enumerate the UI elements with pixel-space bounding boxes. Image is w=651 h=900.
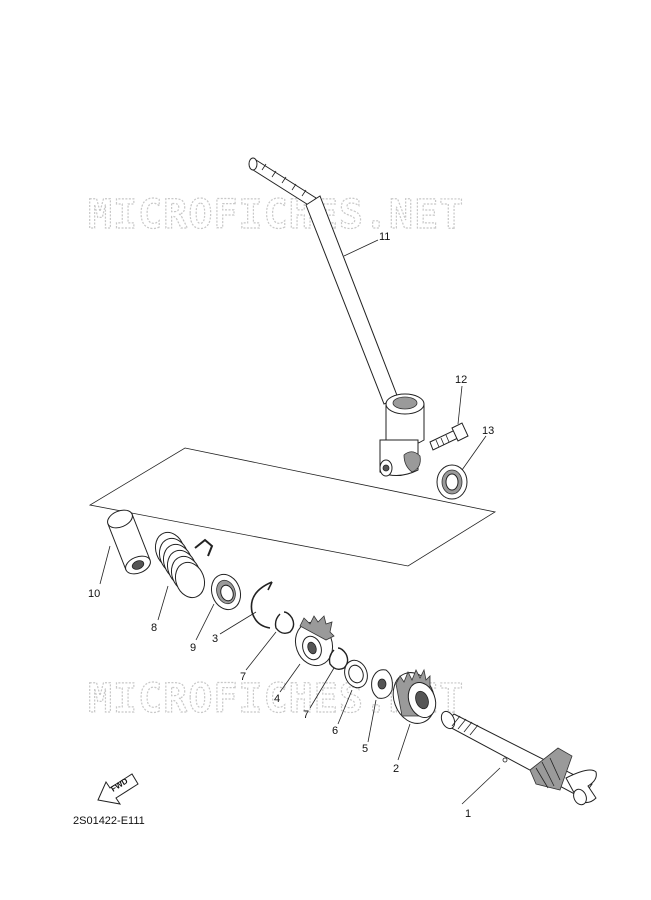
callout-1: 1: [465, 808, 471, 820]
leader-9: [195, 603, 215, 641]
circlip-upper: [274, 611, 295, 635]
callout-13: 13: [482, 425, 494, 437]
plain-washer: [344, 659, 368, 689]
leader-11: [343, 239, 379, 257]
bolt: [429, 422, 469, 451]
diagram-code: 2S01422-E111: [73, 815, 145, 827]
callout-3: 3: [212, 633, 218, 645]
kick-axle: [440, 710, 597, 806]
callout-2: 2: [393, 763, 399, 775]
assembly-outline: [88, 447, 497, 567]
callout-12: 12: [455, 374, 467, 386]
watermark-top: MICROFICHES.NET: [88, 192, 464, 238]
leader-7b: [309, 667, 335, 709]
leader-5: [367, 699, 377, 743]
fwd-arrow: FWD: [97, 773, 139, 805]
callout-6: 6: [332, 725, 338, 737]
leader-2: [397, 723, 411, 761]
callout-7-lower: 7: [303, 709, 309, 721]
torsion-spring: [154, 531, 214, 599]
stopper-plate: [371, 669, 393, 699]
leader-13: [461, 435, 487, 471]
leader-12: [457, 385, 463, 425]
leader-1: [461, 767, 501, 805]
kick-lever: [248, 157, 425, 477]
ratchet: [294, 615, 335, 667]
callout-4: 4: [274, 693, 280, 705]
callout-7-upper: 7: [240, 671, 246, 683]
leader-8: [157, 585, 169, 621]
leader-10: [99, 545, 111, 585]
callout-5: 5: [362, 743, 368, 755]
callout-11: 11: [379, 231, 390, 243]
leader-4: [279, 663, 301, 693]
kick-gear: [392, 668, 437, 724]
clip: [250, 581, 273, 629]
leader-3: [219, 611, 257, 635]
washer: [210, 573, 242, 611]
collar: [107, 509, 151, 575]
leader-6: [337, 689, 353, 725]
leader-7a: [245, 631, 277, 671]
callout-9: 9: [190, 642, 196, 654]
callout-10: 10: [88, 588, 100, 600]
callout-8: 8: [151, 622, 157, 634]
circlip-lower: [328, 647, 349, 671]
oil-seal: [436, 464, 468, 500]
